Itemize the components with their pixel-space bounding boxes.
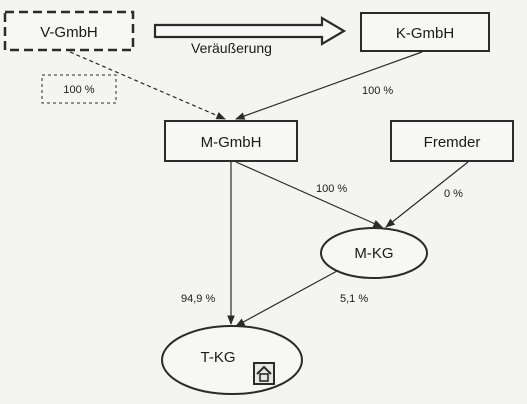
transfer-label: Veräußerung — [191, 40, 272, 56]
v-gmbh-share-tag: 100 % — [41, 74, 117, 104]
m-kg-node: M-KG — [320, 227, 428, 279]
k-gmbh-node: K-GmbH — [360, 12, 490, 52]
edge-v-to-m — [69, 51, 226, 120]
m-to-tkg-share: 94,9 % — [181, 293, 215, 305]
k-gmbh-label: K-GmbH — [396, 25, 454, 42]
fremder-node: Fremder — [390, 120, 514, 162]
house-icon — [253, 362, 275, 385]
t-kg-node: T-KG — [161, 325, 303, 395]
fremder-to-mkg-share: 0 % — [444, 188, 463, 200]
edge-fremder-to-mkg — [385, 161, 469, 228]
m-to-mkg-share: 100 % — [316, 183, 347, 195]
v-to-m-share: 100 % — [63, 84, 94, 96]
v-gmbh-node: V-GmbH — [3, 10, 135, 52]
t-kg-label: T-KG — [200, 349, 235, 366]
mkg-to-tkg-share: 5,1 % — [340, 293, 368, 305]
edge-k-to-m — [235, 51, 423, 120]
v-gmbh-label: V-GmbH — [40, 24, 98, 41]
fremder-label: Fremder — [424, 134, 481, 151]
m-gmbh-node: M-GmbH — [164, 120, 298, 162]
edge-mkg-to-tkg — [235, 270, 338, 327]
k-to-m-share: 100 % — [362, 85, 393, 97]
m-gmbh-label: M-GmbH — [201, 134, 262, 151]
edge-m-to-mkg — [235, 161, 383, 228]
m-kg-label: M-KG — [354, 245, 393, 262]
transfer-arrow: Veräußerung — [153, 16, 347, 56]
